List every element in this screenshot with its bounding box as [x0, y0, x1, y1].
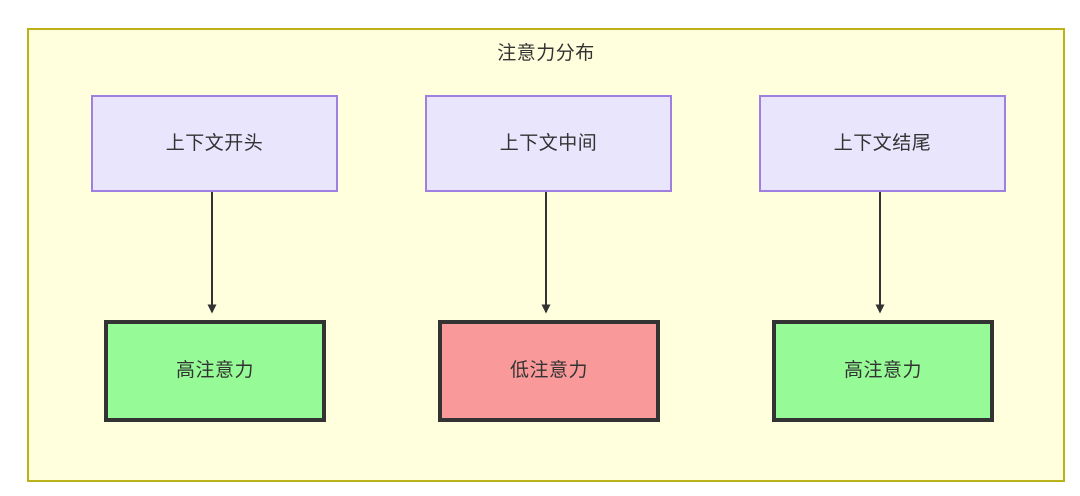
node-context-end[interactable]: 上下文结尾 [759, 95, 1006, 192]
node-attention-high-end[interactable]: 高注意力 [772, 320, 994, 422]
node-attention-low-middle[interactable]: 低注意力 [438, 320, 660, 422]
node-attention-high-start-label: 高注意力 [175, 360, 254, 381]
node-attention-high-end-label: 高注意力 [843, 360, 922, 381]
node-attention-low-middle-label: 低注意力 [509, 360, 588, 381]
node-context-begin-label: 上下文开头 [165, 132, 264, 154]
diagram-title: 注意力分布 [497, 43, 595, 64]
node-attention-high-start[interactable]: 高注意力 [104, 320, 326, 422]
node-context-middle[interactable]: 上下文中间 [425, 95, 672, 192]
node-context-begin[interactable]: 上下文开头 [91, 95, 338, 192]
node-context-end-label: 上下文结尾 [833, 132, 932, 154]
node-context-middle-label: 上下文中间 [499, 132, 598, 154]
attention-distribution-group: 注意力分布 上下文开头 上下文中间 上下文 [27, 28, 1065, 482]
